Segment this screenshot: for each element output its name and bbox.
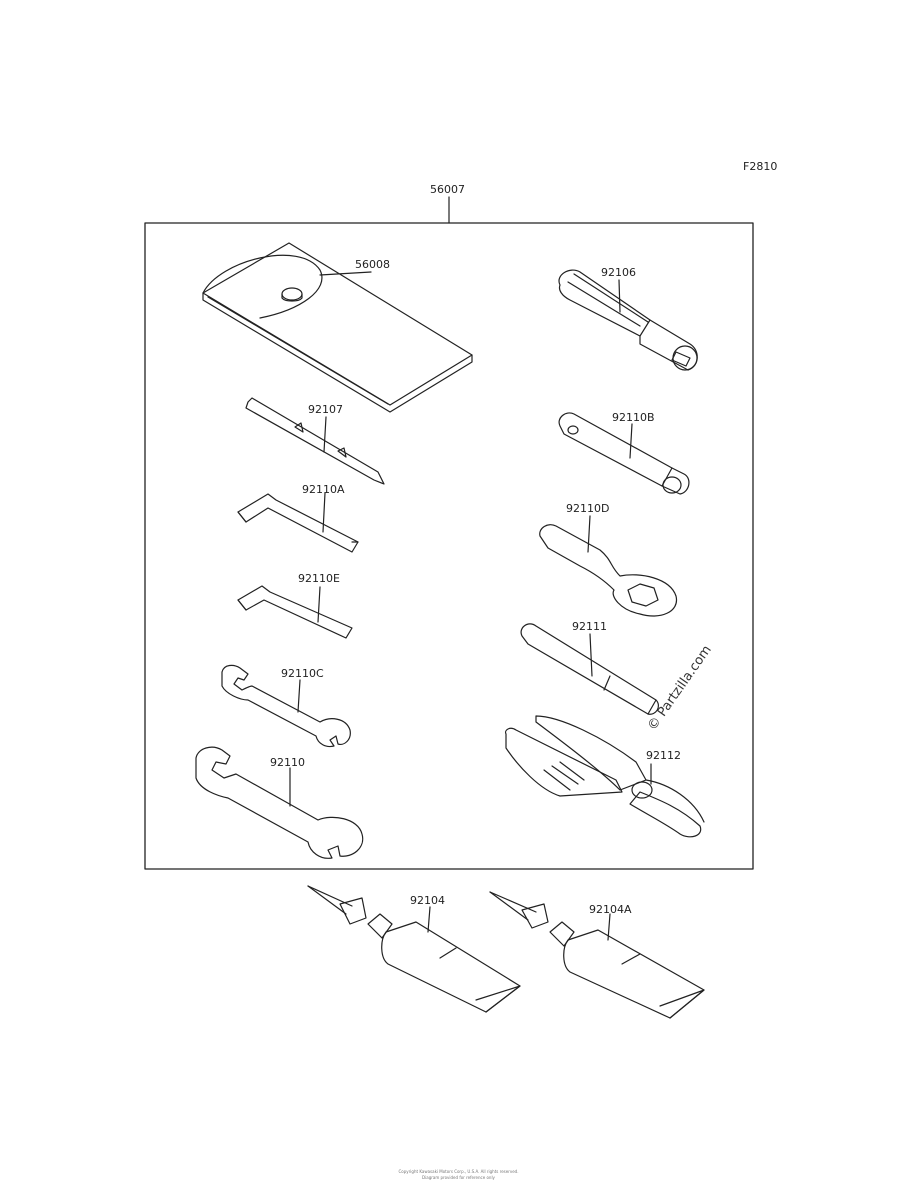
- part-label-92112[interactable]: 92112: [646, 749, 681, 762]
- part-label-92110D[interactable]: 92110D: [566, 502, 610, 515]
- part-label-92106[interactable]: 92106: [601, 266, 636, 279]
- tool-pouch-56008[interactable]: [202, 242, 473, 413]
- part-label-92110B[interactable]: 92110B: [612, 411, 655, 424]
- part-label-92107[interactable]: 92107: [308, 403, 343, 416]
- screwdriver-bit-92107[interactable]: [245, 397, 385, 485]
- hex-key-92110E[interactable]: [237, 585, 353, 639]
- part-label-92104A[interactable]: 92104A: [589, 903, 632, 916]
- grease-tube-92104A[interactable]: [489, 891, 705, 1019]
- part-label-92111[interactable]: 92111: [572, 620, 607, 633]
- box-wrench-92110B[interactable]: [558, 412, 690, 495]
- pliers-92112[interactable]: [505, 715, 705, 838]
- footer-line-1: Copyright Kawasaki Motors Corp., U.S.A. …: [398, 1169, 519, 1174]
- part-label-92110A[interactable]: 92110A: [302, 483, 345, 496]
- wrench-92110[interactable]: [195, 746, 364, 859]
- grease-tube-92104[interactable]: [307, 885, 521, 1013]
- part-label-92110E[interactable]: 92110E: [298, 572, 340, 585]
- ring-wrench-92110D[interactable]: [539, 515, 678, 617]
- part-label-92110C[interactable]: 92110C: [281, 667, 324, 680]
- part-label-92104[interactable]: 92104: [410, 894, 445, 907]
- wrench-92110C[interactable]: [221, 664, 351, 748]
- part-label-92110[interactable]: 92110: [270, 756, 305, 769]
- extension-bar-92111[interactable]: [520, 623, 660, 715]
- footer-line-2: Diagram provided for reference only: [422, 1175, 495, 1180]
- part-label-56007[interactable]: 56007: [430, 183, 465, 196]
- part-label-56008[interactable]: 56008: [355, 258, 390, 271]
- figure-code: F2810: [743, 160, 778, 173]
- socket-handle-92106[interactable]: [558, 269, 698, 371]
- hex-key-92110A[interactable]: [237, 492, 359, 553]
